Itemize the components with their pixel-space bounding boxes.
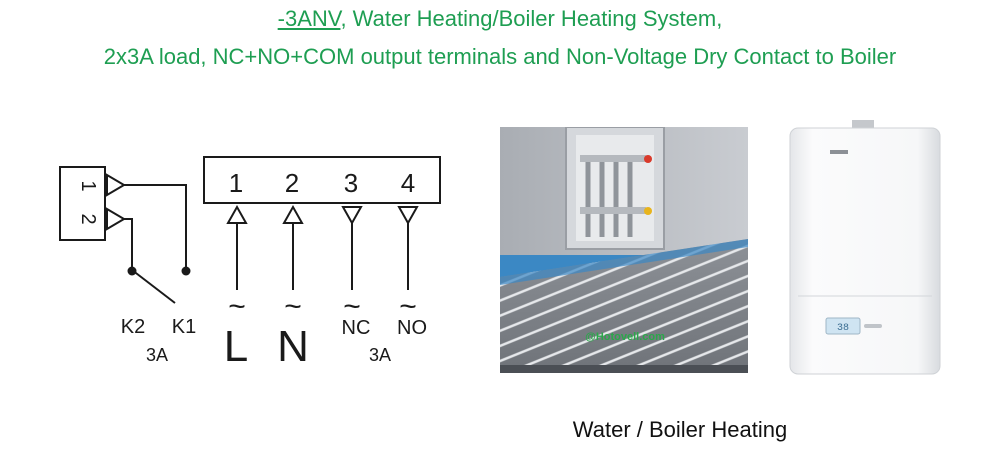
terminal-1-arrow: [226, 204, 248, 224]
title-line-1: -3ANV, Water Heating/Boiler Heating Syst…: [0, 6, 1000, 32]
label-l: L: [224, 322, 248, 371]
label-k2: K2: [121, 316, 145, 338]
relay-pin-2-arrow: [106, 207, 126, 231]
wall-boiler-photo: 38: [789, 120, 941, 375]
relay-pin-1-arrow: [106, 173, 126, 197]
tilde-nc: ~: [343, 290, 361, 323]
wire-k2: [124, 218, 133, 270]
floor-watermark: @Hotovell.com: [585, 331, 665, 343]
switch-arm: [131, 269, 176, 304]
current-right: 3A: [369, 345, 391, 365]
tilde-l: ~: [228, 290, 246, 323]
current-left: 3A: [146, 345, 168, 365]
model-number: -3ANV: [277, 6, 341, 31]
label-nc: NC: [342, 317, 371, 339]
terminal-1-label: 1: [229, 168, 243, 198]
label-no: NO: [397, 317, 427, 339]
terminal-3-arrow: [341, 206, 363, 226]
tilde-no: ~: [399, 290, 417, 323]
terminal-4-arrow: [397, 206, 419, 226]
terminal-4-label: 4: [401, 168, 415, 198]
relay-pin-2-label: 2: [77, 213, 99, 224]
title-line-2: 2x3A load, NC+NO+COM output terminals an…: [103, 44, 897, 69]
underfloor-heating-photo: @Hotovell.com: [500, 127, 748, 373]
tilde-n: ~: [284, 290, 302, 323]
title-line-1-text: , Water Heating/Boiler Heating System,: [340, 6, 723, 31]
boiler-display-value: 38: [837, 323, 849, 334]
terminal-block: [203, 156, 441, 204]
wiring-diagram: 1 2 1 2 3 4 ~ ~ ~ ~ L N NC NO K2 K1 3A 3…: [59, 156, 441, 371]
relay-pin-1-label: 1: [77, 180, 99, 191]
wire-k1: [124, 184, 187, 270]
terminal-2-label: 2: [285, 168, 299, 198]
contact-k1-dot: [181, 266, 191, 276]
terminal-2-arrow: [282, 204, 304, 224]
boiler-body: [789, 127, 941, 375]
terminal-3-label: 3: [344, 168, 358, 198]
contact-k2-dot: [127, 266, 137, 276]
boiler-display: [825, 317, 861, 335]
label-n: N: [277, 322, 309, 371]
caption: Water / Boiler Heating: [572, 417, 788, 442]
relay-box: [59, 166, 106, 241]
label-k1: K1: [172, 316, 196, 338]
